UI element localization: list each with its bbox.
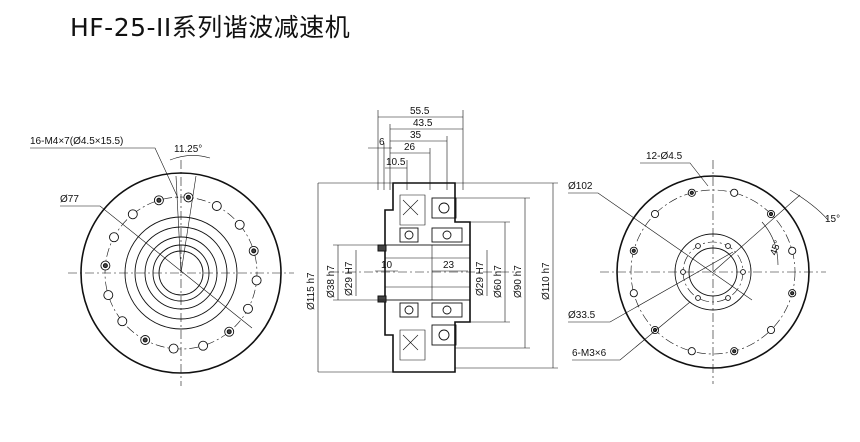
holes-callout: 16-M4×7(Ø4.5×15.5) — [30, 136, 123, 147]
right-hub-hole — [695, 295, 701, 301]
left-hole-bolt — [251, 248, 257, 254]
right-hub-hole — [680, 269, 686, 275]
angle-15-label: 15° — [825, 214, 840, 225]
top-dims: 55.5 43.5 35 26 6 10.5 — [368, 106, 464, 190]
left-hole — [234, 219, 245, 230]
dia-38: Ø38 h7 — [326, 265, 337, 298]
oring-bottom — [377, 295, 387, 303]
left-hole — [168, 343, 179, 354]
left-hole-bolt — [156, 197, 162, 203]
dim-35: 35 — [410, 130, 422, 141]
right-hole — [629, 289, 638, 298]
left-hole — [109, 232, 119, 243]
right-hole-bolt — [732, 349, 737, 354]
seal-top — [399, 194, 426, 226]
right-hole — [788, 246, 797, 255]
holes-12-callout: 12-Ø4.5 — [646, 151, 683, 162]
bearing-ball-bl — [404, 305, 414, 315]
left-hole — [198, 340, 209, 351]
dia-29-right: Ø29 H7 — [475, 261, 486, 296]
dim-26: 26 — [404, 142, 416, 153]
left-hole — [243, 303, 253, 314]
holes-leader — [30, 147, 179, 199]
right-hole-bolt — [631, 248, 636, 253]
right-hub-hole — [725, 243, 731, 249]
dia-110: Ø110 h7 — [541, 262, 552, 300]
d33-callout: Ø33.5 — [568, 310, 596, 321]
section-shaft — [384, 244, 471, 301]
right-hole — [766, 325, 776, 335]
section-outline — [384, 182, 471, 373]
d77-leader — [60, 205, 253, 329]
dia-60: Ø60 h7 — [493, 265, 504, 298]
right-hub-hole — [725, 295, 731, 301]
d102-leader — [568, 192, 753, 301]
right-mount-holes — [629, 188, 797, 356]
bearing-bottom-right — [431, 302, 463, 318]
left-hole — [103, 290, 114, 301]
bearing-ball-tr — [442, 230, 452, 240]
left-front-view: 16-M4×7(Ø4.5×15.5) 11.25° Ø77 — [30, 136, 294, 386]
section-view: 55.5 43.5 35 26 6 10.5 10 23 Ø115 h7 — [306, 106, 558, 373]
angle-45-label: 45° — [768, 239, 784, 257]
oring-top — [377, 244, 387, 252]
left-hole-bolt — [102, 263, 108, 269]
bearing-ball-br — [442, 305, 452, 315]
bearing-top-left — [399, 227, 419, 243]
left-hole — [251, 275, 262, 286]
roller-top — [438, 202, 450, 214]
angle-15-line — [712, 194, 801, 273]
cross-roller-top — [431, 197, 457, 219]
left-hole — [127, 209, 138, 220]
m3-leader — [572, 301, 691, 361]
dim-10: 10 — [381, 260, 393, 271]
d33-leader — [568, 251, 734, 323]
cross-roller-bottom — [431, 324, 457, 346]
left-hole-bolt — [142, 337, 148, 343]
dia-115: Ø115 h7 — [306, 272, 317, 310]
seal-top-x — [402, 199, 419, 216]
dim-10-5: 10.5 — [386, 157, 406, 168]
right-hub-hole — [695, 243, 701, 249]
right-hole-bolt — [689, 190, 694, 195]
right-hub-hole — [740, 269, 746, 275]
right-hole-bolt — [790, 291, 795, 296]
dim-6: 6 — [379, 137, 385, 148]
page-title: HF-25-II系列谐波减速机 — [70, 13, 351, 42]
angle-line-1 — [175, 175, 182, 274]
right-hole — [687, 347, 696, 356]
seal-bottom-x — [402, 334, 419, 351]
bearing-top-right — [431, 227, 463, 243]
d102-callout: Ø102 — [568, 181, 593, 192]
angle-45-arc — [761, 221, 779, 266]
bearing-ball-tl — [404, 230, 414, 240]
left-hole — [211, 201, 222, 211]
right-hole — [730, 188, 739, 197]
holes-12-leader — [640, 162, 709, 187]
angle-callout: 11.25° — [174, 144, 202, 155]
angle-arc — [169, 155, 211, 161]
right-hole-bolt — [768, 211, 774, 217]
right-hole — [650, 209, 660, 219]
dia-90: Ø90 h7 — [513, 265, 524, 298]
right-rear-view: 12-Ø4.5 Ø102 Ø33.5 6-M3×6 15° 45° — [568, 151, 840, 384]
dim-55-5: 55.5 — [410, 106, 430, 117]
dia-29-left: Ø29 H7 — [344, 261, 355, 296]
left-hole-bolt — [226, 329, 232, 335]
m3-callout: 6-M3×6 — [572, 348, 607, 359]
bearing-bottom-left — [399, 302, 419, 318]
left-hole-bolt — [185, 194, 191, 200]
dim-43-5: 43.5 — [413, 118, 433, 129]
roller-bottom — [438, 329, 450, 341]
left-hole — [117, 316, 128, 327]
angle-15-arc — [789, 189, 829, 221]
dim-23: 23 — [443, 260, 455, 271]
left-mount-holes — [100, 192, 262, 354]
angle-line-2 — [180, 175, 197, 274]
seal-bottom — [399, 329, 426, 361]
d77-callout: Ø77 — [60, 194, 79, 205]
